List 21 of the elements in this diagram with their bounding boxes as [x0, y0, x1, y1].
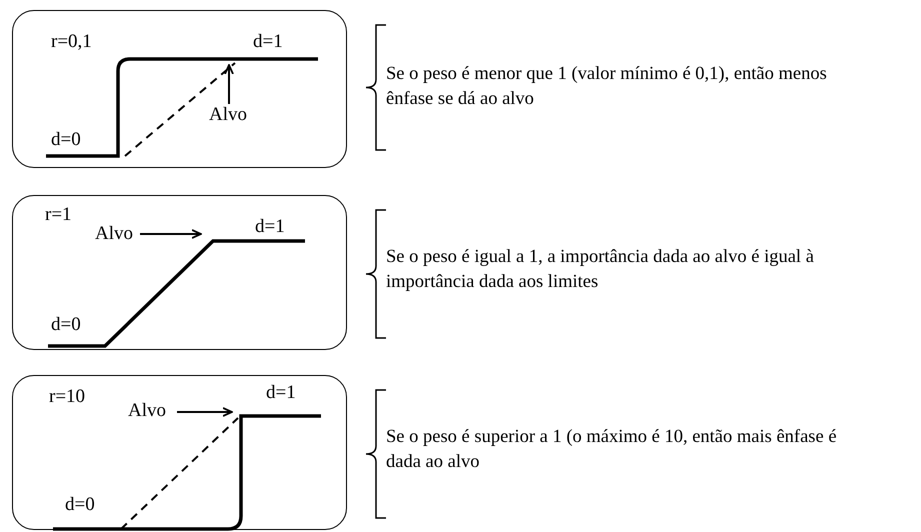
- arrow: [140, 229, 202, 239]
- value-label: d=0: [51, 314, 81, 336]
- value-label: d=1: [255, 216, 285, 238]
- graph-panel: [12, 10, 347, 168]
- target-label: Alvo: [95, 223, 133, 245]
- value-label: r=0,1: [51, 31, 92, 53]
- graph-panel: [12, 375, 347, 530]
- value-label: d=1: [253, 31, 283, 53]
- description-text: Se o peso é menor que 1 (valor mínimo é 0,1), então menos ênfase se dá ao alvo: [386, 63, 828, 111]
- arrow: [177, 407, 233, 417]
- description-text: Se o peso é superior a 1 (o máximo é 10, então mais ênfase é dada ao alvo: [386, 426, 838, 474]
- value-label: d=1: [266, 382, 296, 404]
- target-label: Alvo: [128, 400, 166, 422]
- value-label: d=0: [51, 129, 81, 151]
- value-label: r=10: [49, 386, 86, 408]
- target-label: Alvo: [209, 104, 247, 126]
- arrow: [224, 64, 234, 104]
- value-label: d=0: [65, 494, 95, 516]
- graph-panel: [12, 195, 347, 350]
- description-text: Se o peso é igual a 1, a importância dada ao alvo é igual à importância dada aos limites: [386, 246, 815, 294]
- value-label: r=1: [45, 204, 72, 226]
